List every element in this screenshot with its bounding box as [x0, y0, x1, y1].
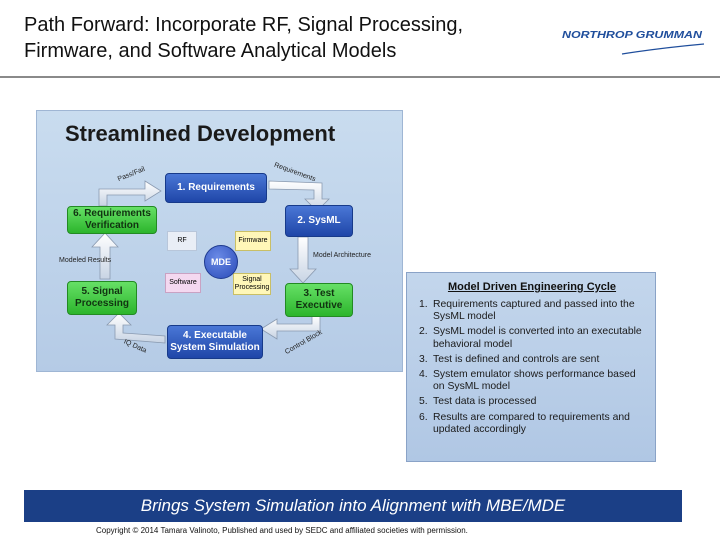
cycle-step-number: 6. [419, 411, 428, 423]
mde-cycle-title: Model Driven Engineering Cycle [447, 281, 617, 293]
title-divider [0, 76, 720, 78]
cycle-step: 3. Test is defined and controls are sent [419, 354, 645, 366]
cycle-arrows [91, 180, 330, 344]
cycle-step-number: 1. [419, 299, 428, 310]
cycle-step-number: 4. [419, 369, 428, 381]
diagram-title: Streamlined Development [65, 121, 336, 146]
slide-title: Path Forward: Incorporate RF, Signal Pro… [24, 12, 544, 64]
step-sysml-box: 2. SysML [285, 205, 353, 237]
cycle-step: 6. Results are compared to requirements … [419, 412, 645, 436]
copyright-notice: Copyright © 2014 Tamara Valinoto, Publis… [96, 526, 468, 535]
label-modeled-results: Modeled Results [59, 257, 112, 264]
cycle-step-text: System emulator shows performance based … [433, 369, 636, 393]
arrow-verification-to-requirements [98, 180, 162, 207]
step-requirements-verification-box: 6. Requirements Verification [67, 206, 157, 234]
cycle-step-number: 2. [419, 326, 428, 338]
cycle-step: 5. Test data is processed [419, 396, 645, 408]
arrow-signal-to-verification [91, 232, 119, 280]
arrow-simulation-to-signal [106, 312, 166, 344]
mde-cycle-panel: Model Driven Engineering Cycle 1. Requir… [406, 272, 656, 462]
cycle-step: 2. SysML model is converted into an exec… [419, 326, 645, 350]
step-signal-processing-box: 5. Signal Processing [67, 281, 137, 315]
cycle-step: 1. Requirements captured and passed into… [419, 299, 645, 323]
arrow-sysml-to-test [289, 236, 317, 284]
cycle-step-text: Requirements captured and passed into th… [433, 299, 635, 323]
logo-text: NORTHROP GRUMMAN [562, 29, 702, 41]
step-requirements-box: 1. Requirements [165, 173, 267, 203]
slide-title-line-1: Path Forward: Incorporate RF, Signal Pro… [24, 14, 464, 36]
cycle-step-text: Test is defined and controls are sent [433, 353, 600, 365]
cycle-step-text: Test data is processed [433, 396, 537, 408]
step-executable-simulation-box: 4. Executable System Simulation [167, 325, 263, 359]
arrow-test-to-simulation [260, 315, 321, 340]
streamlined-development-diagram: Streamlined Development 1. Requirements … [36, 110, 403, 372]
cycle-step-number: 5. [419, 396, 428, 408]
cycle-step: 4. System emulator shows performance bas… [419, 369, 645, 393]
summary-banner: Brings System Simulation into Alignment … [24, 490, 682, 522]
rf-model-box: RF [167, 231, 197, 251]
step-test-executive-box: 3. Test Executive [285, 283, 353, 317]
mde-hub: MDE [204, 245, 238, 279]
signal-processing-model-box: Signal Processing [233, 273, 271, 295]
cycle-step-number: 3. [419, 353, 428, 365]
label-model-architecture: Model Architecture [313, 252, 371, 259]
firmware-model-box: Firmware [235, 231, 271, 251]
software-model-box: Software [165, 273, 201, 293]
cycle-step-text: Results are compared to requirements and… [433, 411, 630, 435]
cycle-step-text: SysML model is converted into an executa… [433, 326, 642, 350]
slide-title-line-2: Firmware, and Software Analytical Models [24, 40, 397, 62]
northrop-grumman-logo: NORTHROP GRUMMAN [562, 29, 705, 55]
